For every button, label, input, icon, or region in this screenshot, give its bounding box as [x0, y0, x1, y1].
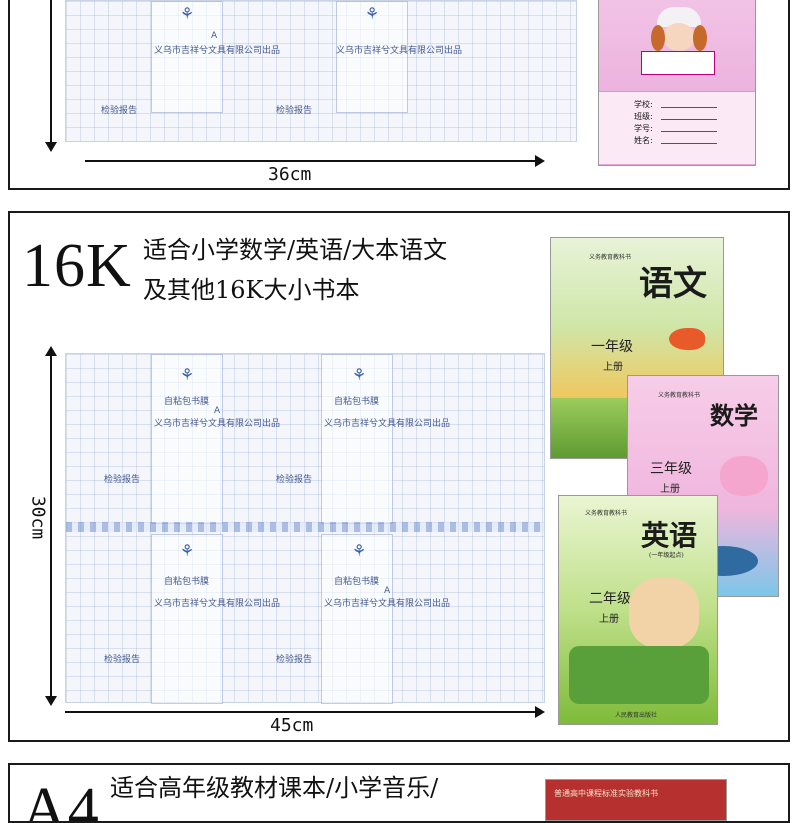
brand-logo-icon: ⚘: [364, 4, 380, 23]
book-series: 普通高中课程标准实验教科书: [554, 789, 658, 798]
sheet-product: 自粘包书膜: [334, 397, 380, 407]
book-title: 数学: [710, 401, 758, 430]
kids-illustration: [629, 578, 699, 648]
sheet-mark: A: [214, 406, 221, 416]
elephant-illustration: [720, 456, 768, 496]
sheet-report: 检验报告: [276, 475, 313, 485]
sheet-maker: 义乌市吉祥兮文具有限公司出品: [324, 599, 451, 609]
book-subtitle: (一年级起点): [649, 552, 684, 559]
book-series: 义务教育教科书: [589, 254, 632, 261]
mid-size-panel: 16K 适合小学数学/英语/大本语文 及其他16K大小书本 ⚘ ⚘ ⚘ ⚘ 自粘…: [8, 211, 790, 742]
sheet-maker: 义乌市吉祥兮文具有限公司出品: [154, 599, 281, 609]
size-description-line2: 及其他16K大小书本: [143, 276, 360, 304]
height-label: 30cm: [27, 495, 49, 540]
toy-city-illustration: [569, 646, 709, 704]
sheet-maker: 义乌市吉祥兮文具有限公司出品: [154, 419, 281, 429]
book-title: 英语: [641, 519, 698, 552]
book-cover-sheet-45cm: ⚘ ⚘ ⚘ ⚘ 自粘包书膜 自粘包书膜 自粘包书膜 自粘包书膜 义乌市吉祥兮文具…: [65, 353, 545, 704]
book-term: 上册: [603, 362, 623, 373]
bottom-size-panel: A4 适合高年级教材课本/小学音乐/ 普通高中课程标准实验教科书: [8, 763, 790, 823]
book-term: 上册: [599, 614, 619, 625]
size-code-16k: 16K: [22, 232, 132, 300]
brand-logo-icon: ⚘: [351, 541, 367, 560]
height-arrow: [45, 0, 57, 152]
book-grade: 二年级: [589, 591, 631, 607]
textbook-cover-english: 义务教育教科书 英语 (一年级起点) 二年级 上册 人民教育出版社: [558, 495, 718, 725]
sheet-report: 检验报告: [101, 106, 138, 116]
fish-illustration: [669, 328, 705, 350]
sheet-maker: 义乌市吉祥兮文具有限公司出品: [324, 419, 451, 429]
cover-field-class: 班级:: [634, 112, 653, 121]
top-size-panel: ⚘ ⚘ A 义乌市吉祥兮文具有限公司出品 义乌市吉祥兮文具有限公司出品 检验报告…: [8, 0, 790, 190]
book-grade: 三年级: [650, 461, 692, 477]
brand-logo-icon: ⚘: [179, 541, 195, 560]
cover-field-name: 姓名:: [634, 136, 653, 145]
textbook-cover-highschool: 普通高中课程标准实验教科书: [545, 779, 727, 821]
width-label: 45cm: [270, 715, 314, 736]
size-description-line1: 适合小学数学/英语/大本语文: [143, 236, 448, 264]
sheet-product: 自粘包书膜: [164, 397, 210, 407]
book-series: 义务教育教科书: [585, 510, 628, 517]
width-arrow: [85, 155, 545, 167]
width-arrow: [65, 706, 545, 718]
sheet-report: 检验报告: [104, 655, 141, 665]
sheet-panel: [336, 1, 408, 113]
sheet-product: 自粘包书膜: [334, 577, 380, 587]
cover-field-number: 学号:: [634, 124, 653, 133]
sheet-panel: [321, 534, 393, 704]
book-term: 上册: [660, 484, 680, 495]
width-label: 36cm: [268, 164, 312, 185]
sheet-report: 检验报告: [104, 475, 141, 485]
brand-logo-icon: ⚘: [351, 365, 367, 384]
sheet-maker: 义乌市吉祥兮文具有限公司出品: [336, 46, 463, 56]
sheet-mark: A: [384, 586, 391, 596]
book-cover-sheet-36cm: ⚘ ⚘ A 义乌市吉祥兮文具有限公司出品 义乌市吉祥兮文具有限公司出品 检验报告…: [65, 0, 577, 142]
cartoon-girl-illustration: [637, 7, 717, 77]
size-code-a4: A4: [22, 776, 100, 823]
sheet-product: 自粘包书膜: [164, 577, 210, 587]
book-title: 语文: [639, 264, 707, 304]
sheet-panel: [151, 534, 223, 704]
brand-logo-icon: ⚘: [179, 4, 195, 23]
sheet-report: 检验报告: [276, 655, 313, 665]
sheet-divider-band: [66, 522, 544, 532]
sheet-mark: A: [211, 31, 218, 41]
sheet-maker: 义乌市吉祥兮文具有限公司出品: [154, 46, 281, 56]
size-description-line1: 适合高年级教材课本/小学音乐/: [110, 774, 439, 802]
book-grade: 一年级: [591, 339, 633, 355]
brand-logo-icon: ⚘: [179, 365, 195, 384]
height-arrow: [45, 346, 57, 706]
sheet-report: 检验报告: [276, 106, 313, 116]
sheet-panel: [321, 354, 393, 524]
cover-field-school: 学校:: [634, 100, 653, 109]
sheet-panel: [151, 1, 223, 113]
book-publisher: 人民教育出版社: [615, 712, 658, 719]
exercise-book-cover: 学校: 班级: 学号: 姓名:: [598, 0, 756, 166]
book-series: 义务教育教科书: [658, 392, 701, 399]
